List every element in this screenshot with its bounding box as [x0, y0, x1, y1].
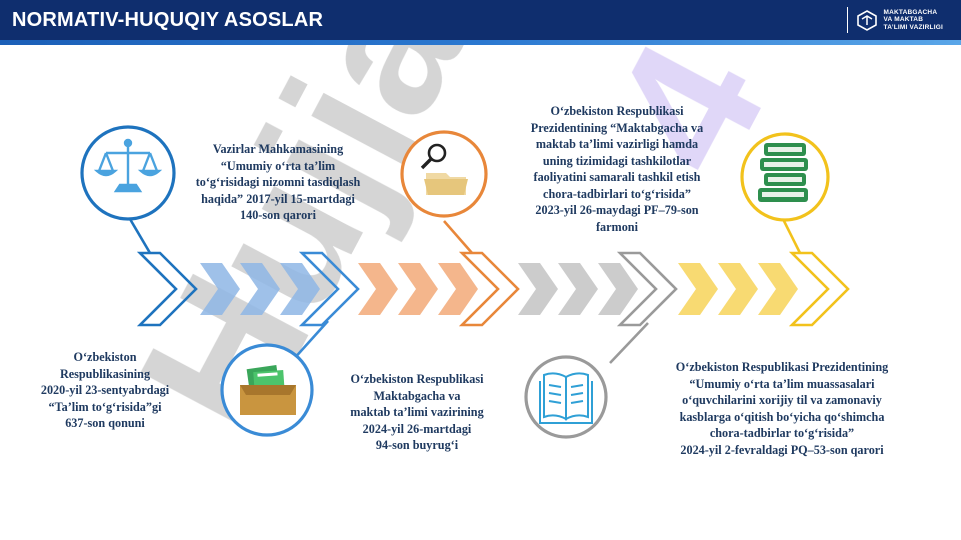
logo-line: MAKTABGACHA — [883, 8, 938, 16]
text-line: faoliyatini samarali tashkil etish — [533, 170, 701, 184]
chevron-arrow — [558, 263, 598, 315]
logo-line: TA’LIMI VAZIRLIGI — [883, 23, 943, 31]
magnifier-folder-icon — [420, 143, 468, 195]
chevron-arrow — [200, 263, 240, 315]
magnifier-folder-icon-badge — [400, 130, 488, 218]
text-line: maktab ta’limi vazirining — [350, 405, 484, 419]
timeline-artwork: Hujjat 4 — [80, 45, 850, 464]
text-line: uning tizimidagi tashkilotlar — [542, 153, 692, 168]
chevron-arrow — [398, 263, 438, 315]
text-line: haqida” 2017-yil 15-martdagi — [201, 191, 355, 206]
connector-line — [128, 218, 152, 254]
text-line: O‘zbekiston — [73, 350, 137, 364]
document-text-minister-order: O‘zbekiston Respublikasi Maktabgacha va … — [324, 371, 510, 454]
text-line: chora-tadbirlari to‘g‘risida” — [543, 186, 691, 201]
connector-line — [780, 216, 802, 254]
text-line: O‘zbekiston Respublikasi Prezidentining — [675, 360, 889, 374]
page-title: NORMATIV-HUQUQIY ASOSLAR — [12, 9, 324, 31]
chevron-outline-blue — [136, 251, 198, 327]
text-line: maktab ta’limi vazirligi hamda — [535, 137, 699, 151]
chevron-arrow — [758, 263, 798, 315]
chevron-arrow — [240, 263, 280, 315]
open-book-icon-badge — [524, 355, 608, 439]
text-line: “Umumiy o‘rta ta’lim muassasalari — [689, 376, 875, 391]
text-line: 2023-yil 26-maydagi PF–79-son — [535, 203, 699, 217]
chevron-arrow — [280, 263, 320, 315]
header-bar: NORMATIV-HUQUQIY ASOSLAR MAKTABGACHA VA … — [0, 0, 961, 40]
ministry-emblem-icon — [856, 10, 877, 31]
text-line: 2020-yil 23-sentyabrdagi — [40, 383, 170, 397]
text-line: “Ta’lim to‘g‘risida”gi — [48, 399, 162, 414]
chevron-outline-yellow — [788, 251, 850, 327]
scales-icon — [93, 138, 163, 193]
text-line: to‘g‘risidagi nizomni tasdiqlash — [195, 175, 361, 189]
text-line: Maktabgacha va — [373, 388, 461, 403]
certificate-box-icon — [240, 365, 296, 415]
chevron-arrow — [718, 263, 758, 315]
chevron-arrow — [518, 263, 558, 315]
text-line: farmoni — [596, 219, 638, 234]
chevron-arrow — [438, 263, 478, 315]
certificate-box-icon-badge — [220, 343, 314, 437]
chevron-arrow — [678, 263, 718, 315]
ministry-logo: MAKTABGACHA VA MAKTAB TA’LIMI VAZIRLIGI — [846, 6, 944, 34]
text-line: “Umumiy o‘rta ta’lim — [220, 158, 336, 173]
logo-line: VA MAKTAB — [883, 16, 924, 24]
stacked-books-icon-badge — [740, 132, 830, 222]
stacked-books-icon — [758, 143, 808, 202]
text-line: 94-son buyrug‘i — [375, 438, 459, 452]
text-line: o‘quvchilarini xorijiy til va zamonaviy — [682, 393, 882, 407]
text-line: kasblarga o‘qitish bo‘yicha qo‘shimcha — [679, 409, 885, 424]
chevron-band — [200, 263, 798, 315]
text-line: chora-tadbirlar to‘g‘risida” — [709, 426, 855, 440]
text-line: 2024-yil 2-fevraldagi PQ–53-son qarori — [680, 442, 884, 457]
text-line: 637-son qonuni — [65, 416, 145, 430]
text-line: O‘zbekiston Respublikasi — [350, 372, 484, 386]
document-text-cabinet-resolution: Vazirlar Mahkamasining “Umumiy o‘rta ta’… — [178, 141, 378, 224]
timeline-stage: Hujjat 4 — [0, 45, 961, 540]
connector-line — [443, 220, 473, 254]
text-line: Respublikasining — [59, 366, 151, 381]
text-line: Vazirlar Mahkamasining — [212, 142, 344, 156]
document-text-law: O‘zbekiston Respublikasining 2020-yil 23… — [30, 349, 180, 432]
connector-line — [291, 320, 329, 362]
chevron-outline-orange — [458, 251, 520, 327]
text-line: 140-son qarori — [240, 208, 316, 222]
text-line: O‘zbekiston Respublikasi — [550, 104, 684, 118]
ministry-logo-text: MAKTABGACHA VA MAKTAB TA’LIMI VAZIRLIGI — [884, 9, 944, 32]
chevron-arrow — [358, 263, 398, 315]
text-line: 2024-yil 26-martdagi — [362, 421, 472, 436]
open-book-icon — [539, 372, 593, 424]
chevron-outline-gray — [616, 251, 678, 327]
connector-line — [609, 322, 649, 364]
chevron-outline-blue — [298, 251, 360, 327]
document-text-presidential-resolution: O‘zbekiston Respublikasi Prezidentining … — [642, 359, 922, 458]
header-stripe — [0, 40, 961, 45]
logo-divider — [846, 7, 848, 33]
scales-icon-badge — [80, 125, 176, 221]
text-line: Prezidentining “Maktabgacha va — [530, 120, 704, 135]
chevron-arrow — [598, 263, 638, 315]
document-text-presidential-decree: O‘zbekiston Respublikasi Prezidentining … — [506, 103, 728, 235]
